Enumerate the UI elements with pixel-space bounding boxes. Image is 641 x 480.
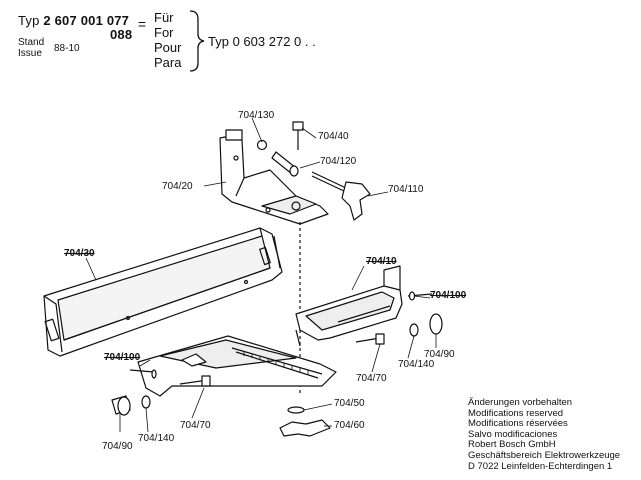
part-label-704-110: 704/110 (388, 184, 424, 195)
type-number-main: 2 607 001 077 (43, 13, 130, 28)
part-label-704-140-right: 704/140 (398, 359, 435, 370)
type-label: Typ (18, 13, 40, 28)
stand-issue: Stand Issue (18, 37, 44, 59)
part-label-704-70-right: 704/70 (356, 373, 387, 384)
base-slide (137, 335, 337, 397)
right-fence (295, 285, 403, 341)
company-address: D 7022 Leinfelden-Echterdingen 1 (468, 460, 613, 472)
left-knurled-knob (111, 395, 131, 415)
part-label-704-40: 704/40 (318, 131, 349, 142)
language-list: Für For Pour Para (154, 10, 181, 70)
part-label-704-130: 704/130 (238, 110, 275, 121)
lang-fr: Pour (154, 40, 182, 55)
note-en: Modifications reserved (468, 407, 564, 419)
type-number-variant: 088 (110, 27, 133, 42)
footer-notes: Änderungen vorbehalten Modifications res… (468, 397, 621, 472)
issue-date: 88-10 (54, 43, 80, 54)
spacer-tube (271, 151, 297, 175)
part-label-704-90-right: 704/90 (424, 349, 455, 360)
part-label-704-70-left: 704/70 (180, 420, 211, 431)
note-es: Salvo modificaciones (468, 428, 558, 440)
ref-label: Typ (208, 34, 229, 49)
part-label-704-20: 704/20 (162, 181, 193, 192)
part-label-704-90-left: 704/90 (102, 441, 133, 452)
part-label-704-30: 704/30 (64, 248, 95, 259)
division-name: Geschäftsbereich Elektrowerkzeuge (468, 449, 621, 461)
bottom-wing-nut (279, 419, 331, 437)
note-de: Änderungen vorbehalten (468, 397, 573, 408)
part-label-704-50: 704/50 (334, 398, 365, 409)
stand-label: Stand (18, 37, 45, 48)
type-number: Typ 2 607 001 077 (18, 13, 129, 28)
part-label-704-120: 704/120 (320, 156, 357, 167)
part-label-704-10: 704/10 (366, 256, 397, 267)
part-label-704-140-left: 704/140 (138, 433, 175, 444)
part-label-704-100-right: 704/100 (430, 290, 467, 301)
issue-label: Issue (18, 48, 42, 59)
equals-sign: = (138, 16, 147, 32)
part-label-704-60: 704/60 (334, 420, 365, 431)
wing-knob (341, 181, 371, 221)
lang-en: For (154, 25, 174, 40)
ref-number: 0 603 272 0 . . (232, 34, 316, 49)
company-name: Robert Bosch GmbH (468, 439, 556, 451)
upper-bracket (219, 133, 329, 225)
note-fr: Modifications réservées (468, 418, 568, 430)
lang-es: Para (154, 55, 182, 70)
reference-type: Typ 0 603 272 0 . . (208, 34, 316, 49)
part-label-704-100-left: 704/100 (104, 352, 141, 363)
lang-de: Für (154, 10, 174, 25)
